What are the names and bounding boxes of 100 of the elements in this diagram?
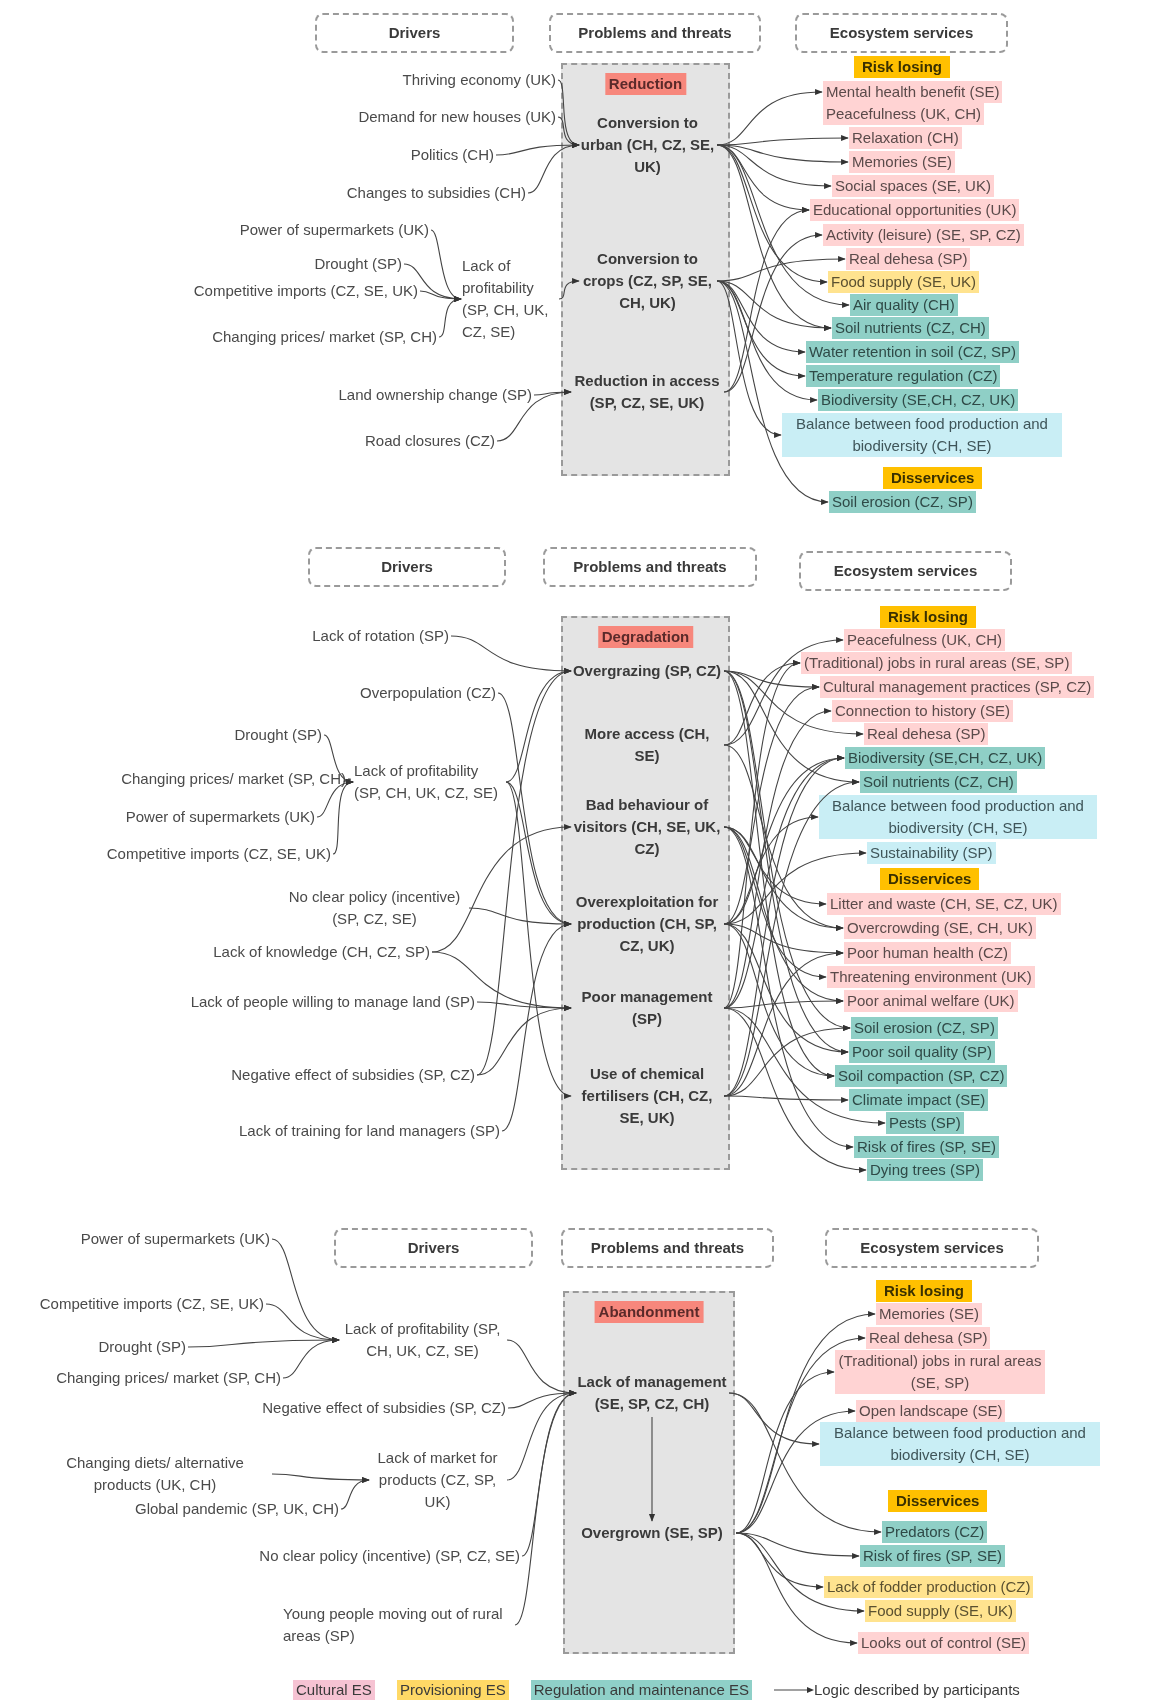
connector-arrow bbox=[716, 256, 846, 282]
column-header: Drivers bbox=[308, 547, 506, 587]
service-label: Balance between food production and biodiversity (CH, SE) bbox=[782, 413, 1062, 457]
column-header: Ecosystem services bbox=[795, 13, 1008, 53]
driver-label: Lack of people willing to manage land (SP) bbox=[190, 991, 475, 1013]
service-label: Cultural management practices (SP, CZ) bbox=[820, 676, 1095, 698]
driver-label: No clear policy (incentive) (SP, CZ, SE) bbox=[282, 886, 467, 930]
problem-panel bbox=[561, 63, 730, 476]
driver-label: Global pandemic (SP, UK, CH) bbox=[135, 1498, 339, 1520]
category-tag: Abandonment bbox=[594, 1301, 704, 1323]
connector-arrow bbox=[282, 1337, 340, 1379]
driver-label: Drought (SP) bbox=[314, 253, 402, 275]
column-header: Ecosystem services bbox=[799, 551, 1012, 591]
connector-arrow bbox=[340, 1477, 370, 1510]
service-label: Real dehesa (SP) bbox=[866, 1327, 991, 1349]
service-label: Educational opportunities (UK) bbox=[810, 199, 1020, 221]
category-heading: Risk losing bbox=[876, 1280, 973, 1302]
service-label: Sustainability (SP) bbox=[867, 842, 996, 864]
problem-label: Reduction in access (SP, CZ, SE, UK) bbox=[572, 370, 722, 414]
service-label: Memories (SE) bbox=[876, 1303, 982, 1325]
driver-label: Competitive imports (CZ, SE, UK) bbox=[106, 843, 331, 865]
driver-label: Negative effect of subsidies (SP, CZ) bbox=[231, 1064, 475, 1086]
problem-label: Overexploitation for production (CH, SP, CZ, UK) bbox=[572, 891, 722, 957]
service-label: Predators (CZ) bbox=[882, 1521, 988, 1543]
driver-label: Competitive imports (CZ, SE, UK) bbox=[193, 280, 418, 302]
connector-arrow bbox=[431, 824, 572, 953]
connector-arrow bbox=[723, 233, 823, 393]
service-label: Peacefulness (UK, CH) bbox=[844, 629, 1006, 651]
driver-label: Competitive imports (CZ, SE, UK) bbox=[39, 1293, 264, 1315]
driver-label: Changing prices/ market (SP, CH) bbox=[212, 326, 437, 348]
service-label: Overcrowding (SE, CH, UK) bbox=[844, 917, 1036, 939]
service-label: Social spaces (SE, UK) bbox=[832, 175, 994, 197]
service-label: Balance between food production and biodiversity (CH, SE) bbox=[820, 1422, 1100, 1466]
service-label: Activity (leisure) (SE, SP, CZ) bbox=[823, 224, 1024, 246]
service-label: Risk of fires (SP, SE) bbox=[854, 1136, 999, 1158]
column-header: Drivers bbox=[315, 13, 514, 53]
column-header: Problems and threats bbox=[561, 1228, 774, 1268]
connector-arrow bbox=[723, 1095, 849, 1104]
problem-label: Conversion to crops (CZ, SP, SE, CH, UK) bbox=[580, 248, 715, 314]
connector-arrow bbox=[716, 280, 829, 504]
problem-label: Lack of management (SE, SP, CZ, CH) bbox=[577, 1371, 727, 1415]
service-label: Air quality (CH) bbox=[850, 294, 958, 316]
column-header: Problems and threats bbox=[549, 13, 761, 53]
service-label: Soil compaction (SP, CZ) bbox=[835, 1065, 1008, 1087]
driver-label: Lack of profitability (SP, CH, UK, CZ, SE) bbox=[462, 255, 557, 343]
problem-label: More access (CH, SE) bbox=[572, 723, 722, 767]
driver-label: Lack of training for land managers (SP) bbox=[239, 1120, 500, 1142]
service-label: Soil nutrients (CZ, CH) bbox=[832, 317, 989, 339]
service-label: Poor soil quality (SP) bbox=[849, 1041, 996, 1063]
driver-label: Lack of profitability (SP, CH, UK, CZ, SE) bbox=[354, 760, 504, 804]
connector-arrow bbox=[723, 826, 854, 1149]
column-header: Drivers bbox=[334, 1228, 533, 1268]
service-label: Risk of fires (SP, SE) bbox=[860, 1545, 1005, 1567]
service-label: Food supply (SE, UK) bbox=[865, 1600, 1017, 1622]
connector-arrow bbox=[716, 280, 806, 355]
legend-key: Provisioning ES bbox=[396, 1680, 509, 1700]
category-heading: Disservices bbox=[888, 1490, 988, 1512]
problem-label: Overgrazing (SP, CZ) bbox=[572, 660, 722, 682]
driver-label: Demand for new houses (UK) bbox=[358, 106, 556, 128]
problem-label: Overgrown (SE, SP) bbox=[570, 1522, 734, 1544]
category-heading: Disservices bbox=[880, 868, 980, 890]
service-label: Relaxation (CH) bbox=[849, 127, 962, 149]
category-heading: Disservices bbox=[883, 467, 983, 489]
service-label: Biodiversity (SE,CH, CZ, UK) bbox=[845, 747, 1046, 769]
service-label: Real dehesa (SP) bbox=[846, 248, 971, 270]
driver-label: Power of supermarkets (UK) bbox=[125, 806, 315, 828]
service-label: Food supply (SE, UK) bbox=[828, 271, 980, 293]
connector-arrow bbox=[343, 778, 354, 785]
driver-label: Land ownership change (SP) bbox=[338, 384, 532, 406]
connector-arrow bbox=[723, 1007, 867, 1173]
service-label: Lack of fodder production (CZ) bbox=[824, 1576, 1034, 1598]
service-label: Litter and waste (CH, SE, CZ, UK) bbox=[827, 893, 1061, 915]
legend-key: Regulation and maintenance ES bbox=[530, 1680, 752, 1700]
driver-label: Changing prices/ market (SP, CH) bbox=[121, 768, 346, 790]
connector-arrow bbox=[648, 1416, 656, 1522]
service-label: Biodiversity (SE,CH, CZ, UK) bbox=[818, 389, 1019, 411]
service-label: Open landscape (SE) bbox=[856, 1400, 1006, 1422]
service-label: Temperature regulation (CZ) bbox=[806, 365, 1001, 387]
connector-arrow bbox=[728, 1392, 882, 1535]
driver-label: Changing prices/ market (SP, CH) bbox=[56, 1367, 281, 1389]
problem-panel bbox=[563, 1291, 735, 1654]
service-label: Soil nutrients (CZ, CH) bbox=[860, 771, 1017, 793]
category-heading: Risk losing bbox=[880, 606, 977, 628]
connector-arrow bbox=[332, 780, 354, 855]
category-tag: Degradation bbox=[597, 626, 694, 648]
service-label: Memories (SE) bbox=[849, 151, 955, 173]
service-label: Real dehesa (SP) bbox=[864, 723, 989, 745]
connector-arrow bbox=[501, 923, 572, 1132]
connector-arrow bbox=[723, 1007, 886, 1126]
driver-label: Negative effect of subsidies (SP, CZ) bbox=[262, 1397, 506, 1419]
service-label: Connection to history (SE) bbox=[832, 700, 1014, 722]
connector-arrow bbox=[735, 1532, 865, 1614]
connector-arrow bbox=[514, 1392, 577, 1626]
category-heading: Risk losing bbox=[854, 56, 951, 78]
service-label: Dying trees (SP) bbox=[867, 1159, 984, 1181]
problem-panel bbox=[561, 616, 730, 1170]
service-label: Mental health benefit (SE) bbox=[823, 81, 1003, 103]
connector-arrow bbox=[527, 142, 580, 194]
driver-label: Thriving economy (UK) bbox=[402, 69, 556, 91]
service-label: (Traditional) jobs in rural areas (SE, SP) bbox=[801, 652, 1073, 674]
